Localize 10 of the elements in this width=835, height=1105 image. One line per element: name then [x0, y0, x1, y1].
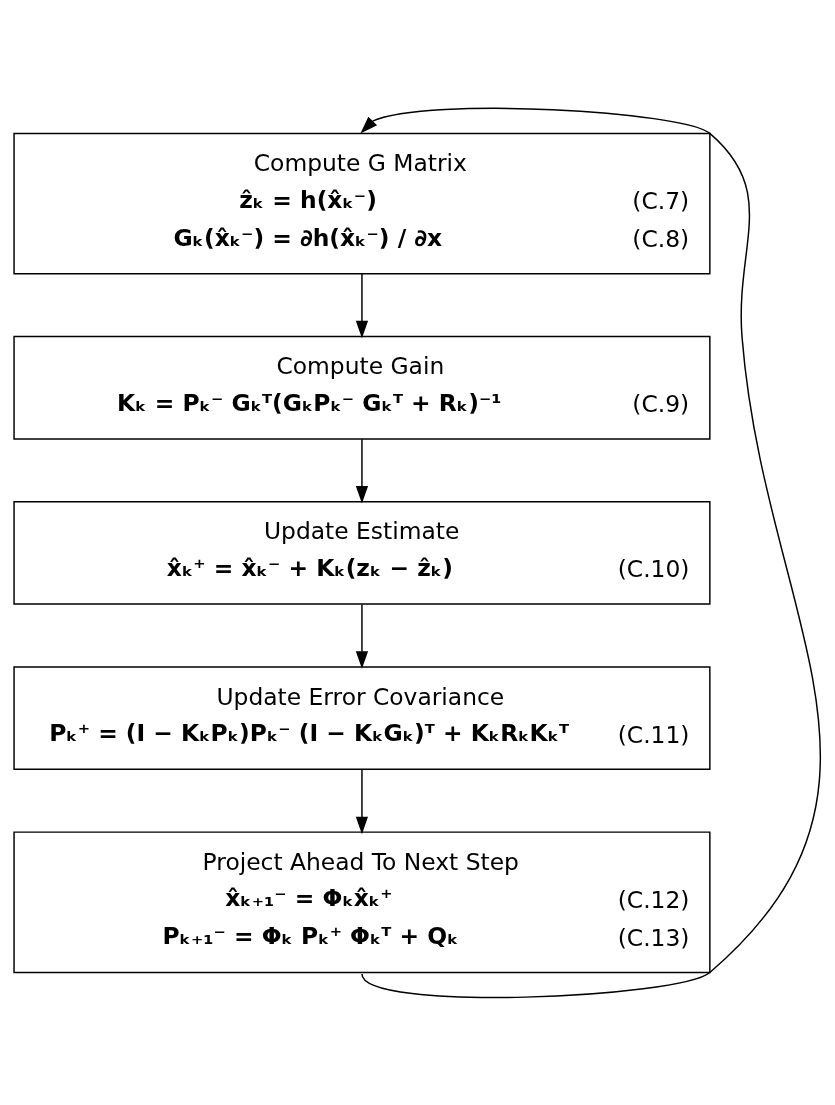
node-box: Compute Gain Kₖ = Pₖ⁻ Gₖᵀ(GₖPₖ⁻ Gₖᵀ + Rₖ)⁻¹ (C.9)	[13, 335, 711, 440]
node-box: Project Ahead To Next Step x̂ₖ₊₁⁻ = Φₖx̂ₖ⁺ (C.12) Pₖ₊₁⁻ = Φₖ Pₖ⁺ Φₖᵀ + Qₖ (C.13)	[13, 830, 711, 973]
arrow	[355, 438, 369, 504]
node-box: Update Estimate x̂ₖ⁺ = x̂ₖ⁻ + Kₖ(zₖ − ẑₖ) (C.10)	[13, 500, 711, 605]
arrow	[355, 272, 369, 338]
arrow	[355, 768, 369, 834]
arrow	[355, 603, 369, 669]
node-box: Compute G Matrix ẑₖ = h(x̂ₖ⁻) (C.7) Gₖ(x̂ₖ⁻) = ∂h(x̂ₖ⁻) / ∂x (C.8)	[13, 132, 711, 274]
arrow	[360, 107, 821, 998]
node-box: Update Error Covariance Pₖ⁺ = (I − KₖPₖ)Pₖ⁻ (I − KₖGₖ)ᵀ + KₖRₖKₖᵀ (C.11)	[13, 665, 711, 770]
